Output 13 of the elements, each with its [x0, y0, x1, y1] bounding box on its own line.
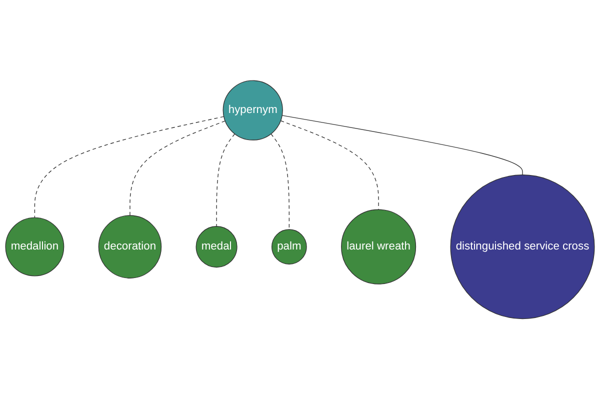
node-circle: palm	[272, 229, 307, 265]
node-circle: medallion	[5, 218, 64, 277]
node-circle: laurel wreath	[341, 210, 416, 285]
connector	[34, 116, 224, 218]
connector	[130, 120, 226, 216]
connector	[280, 120, 379, 210]
connector	[282, 115, 523, 176]
connector	[270, 134, 290, 230]
node-circle: medal	[196, 226, 238, 268]
node-circle: hypernym	[222, 80, 283, 141]
node-circle: distinguished service cross	[450, 174, 595, 320]
node-circle: decoration	[98, 216, 162, 279]
connector	[216, 134, 236, 228]
